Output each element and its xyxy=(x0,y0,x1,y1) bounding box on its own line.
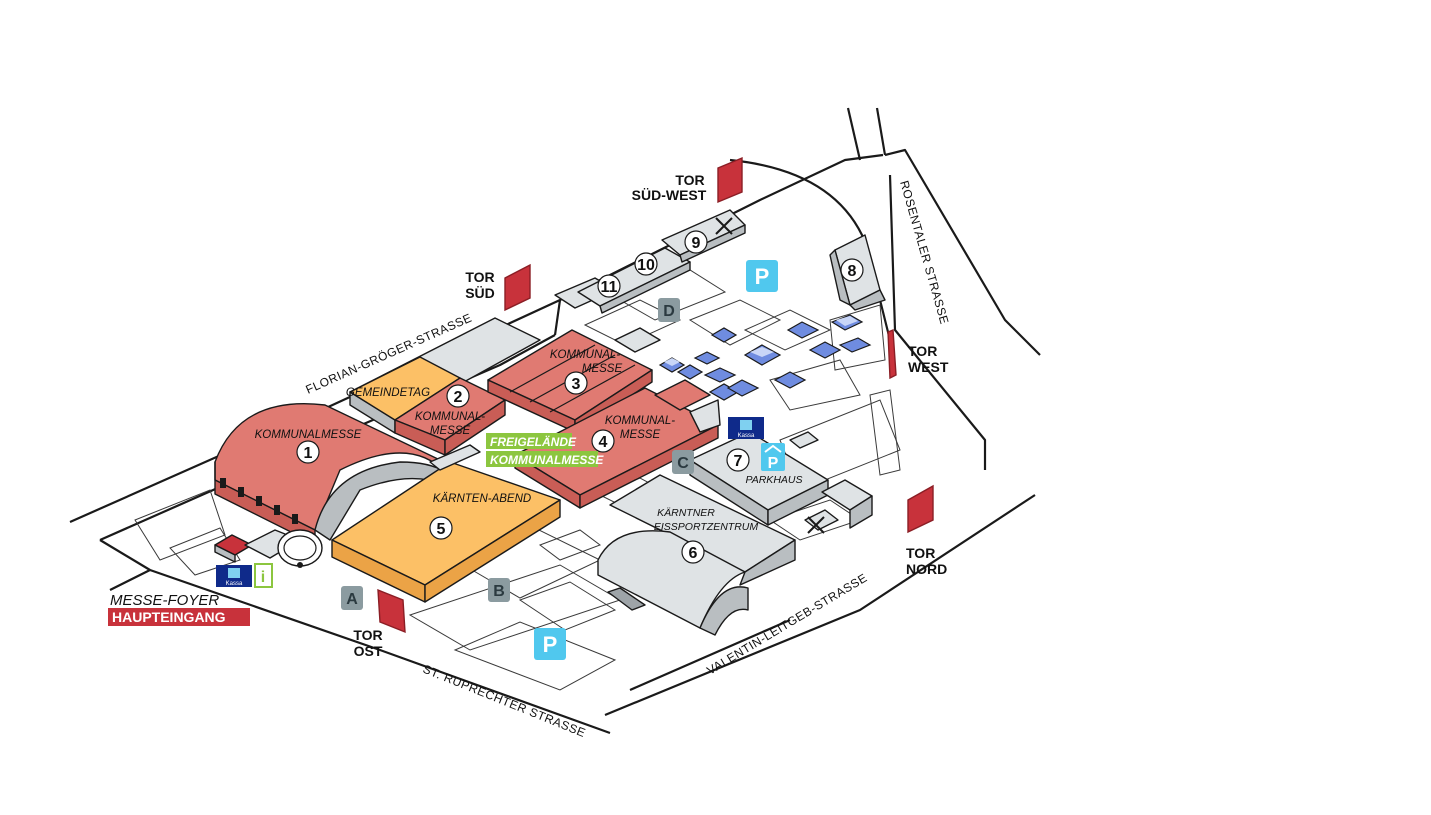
hall-7-number: 7 xyxy=(734,453,743,470)
hall-2-label-2: MESSE xyxy=(430,425,471,437)
hall-6-label-2: EISSPORTZENTRUM xyxy=(654,521,758,533)
zone-d: D xyxy=(663,303,675,320)
ticket-office-icon: Kassa xyxy=(728,417,764,439)
gate-sued-label-2: SÜD xyxy=(465,285,495,301)
gate-nord-label-2: NORD xyxy=(906,561,947,577)
hall-2-label-1: KOMMUNAL- xyxy=(415,411,485,423)
messe-foyer-label: MESSE-FOYER xyxy=(110,592,219,609)
hall-7-label: PARKHAUS xyxy=(746,474,803,486)
hall-3-label-1: KOMMUNAL- xyxy=(550,349,620,361)
gate-sued-west-label-2: SÜD-WEST xyxy=(632,187,707,203)
hall-6-number: 6 xyxy=(689,545,698,562)
gates xyxy=(377,156,934,634)
hall-4-label-2: MESSE xyxy=(620,429,661,441)
parking-top-letter: P xyxy=(755,264,770,289)
hall-1-buttresses xyxy=(220,478,298,524)
gate-nord-label-1: TOR xyxy=(906,545,935,561)
street-rosentaler: ROSENTALER STRASSE xyxy=(897,179,951,326)
gate-nord-marker xyxy=(907,484,934,534)
hall-5-number: 5 xyxy=(437,521,446,538)
hall-2[interactable] xyxy=(349,317,541,456)
hall-3-number: 3 xyxy=(572,376,581,393)
street-valentin-leitgeb: VALENTIN-LEITGEB-STRASSE xyxy=(704,571,869,678)
hall-1-label: KOMMUNALMESSE xyxy=(255,429,362,441)
hall-4-label-1: KOMMUNAL- xyxy=(605,415,675,427)
ticket-office-label: Kassa xyxy=(738,433,755,439)
messe-foyer-building[interactable] xyxy=(214,529,323,568)
hall-2-number: 2 xyxy=(454,389,463,406)
outdoor-area-label-2: KOMMUNALMESSE xyxy=(490,453,604,467)
hall-6[interactable] xyxy=(597,474,796,636)
ticket-office-label-entrance: Kassa xyxy=(226,581,243,587)
gate-sued-label-1: TOR xyxy=(465,269,494,285)
info-icon[interactable]: i xyxy=(254,563,273,588)
parking-icon[interactable]: P xyxy=(534,628,566,660)
info-letter: i xyxy=(261,569,265,586)
zone-badges: A B C D xyxy=(341,298,694,610)
haupteingang-label: HAUPTEINGANG xyxy=(112,609,226,625)
hall-9-number: 9 xyxy=(692,235,701,252)
hall-7-parkhaus[interactable] xyxy=(689,431,829,526)
hall-10-number: 10 xyxy=(637,257,655,274)
hall-labels: KOMMUNALMESSE GEMEINDETAG KOMMUNAL- MESS… xyxy=(255,349,803,533)
parking-bottom-letter: P xyxy=(543,632,558,657)
hall-3-label-2: MESSE xyxy=(582,363,623,375)
hall-numbers: 1 2 3 4 5 6 7 8 9 10 11 xyxy=(304,235,857,562)
hall-1[interactable] xyxy=(214,403,446,545)
zone-c: C xyxy=(677,455,689,472)
restricted-x-icon xyxy=(715,217,825,534)
gate-west-marker xyxy=(887,328,897,380)
hall-connector xyxy=(429,444,481,471)
outdoor-area-badge[interactable]: FREIGELÄNDE KOMMUNALMESSE xyxy=(486,433,604,467)
hall-5-label: KÄRNTEN-ABEND xyxy=(433,493,531,505)
parking-garage-letter: P xyxy=(768,455,779,472)
gate-west-label-1: TOR xyxy=(908,343,937,359)
hall-6-label-1: KÄRNTNER xyxy=(657,507,715,519)
parking-icon[interactable]: P xyxy=(746,260,778,292)
hall-number-markers xyxy=(296,230,864,564)
gate-sued-west-label-1: TOR xyxy=(675,172,704,188)
gate-labels: TOR SÜD-WEST TOR SÜD TOR WEST TOR NORD T… xyxy=(353,172,949,659)
hall-4[interactable] xyxy=(514,379,721,509)
hall-2-label-top: GEMEINDETAG xyxy=(346,387,430,399)
hall-11-number: 11 xyxy=(601,279,618,296)
street-st-ruprechter: ST. RUPRECHTER STRASSE xyxy=(421,662,588,740)
hall-1-number: 1 xyxy=(304,445,313,462)
outdoor-area-label-1: FREIGELÄNDE xyxy=(490,434,577,449)
gate-sued-west-marker xyxy=(717,156,743,204)
pavilion-tents xyxy=(658,314,872,401)
zone-b: B xyxy=(493,583,505,600)
gate-sued-marker xyxy=(504,263,531,312)
parking-garage-icon[interactable]: P xyxy=(761,443,785,472)
main-entrance-labels[interactable]: MESSE-FOYER HAUPTEINGANG xyxy=(108,592,250,626)
ticket-office-icon: Kassa xyxy=(216,565,252,587)
zone-a: A xyxy=(346,591,358,608)
hall-4-number: 4 xyxy=(599,434,608,451)
gate-ost-marker xyxy=(377,588,406,634)
gate-ost-label-1: TOR xyxy=(353,627,382,643)
gate-west-label-2: WEST xyxy=(908,359,949,375)
gate-ost-label-2: OST xyxy=(354,643,383,659)
hall-8-number: 8 xyxy=(848,263,857,280)
